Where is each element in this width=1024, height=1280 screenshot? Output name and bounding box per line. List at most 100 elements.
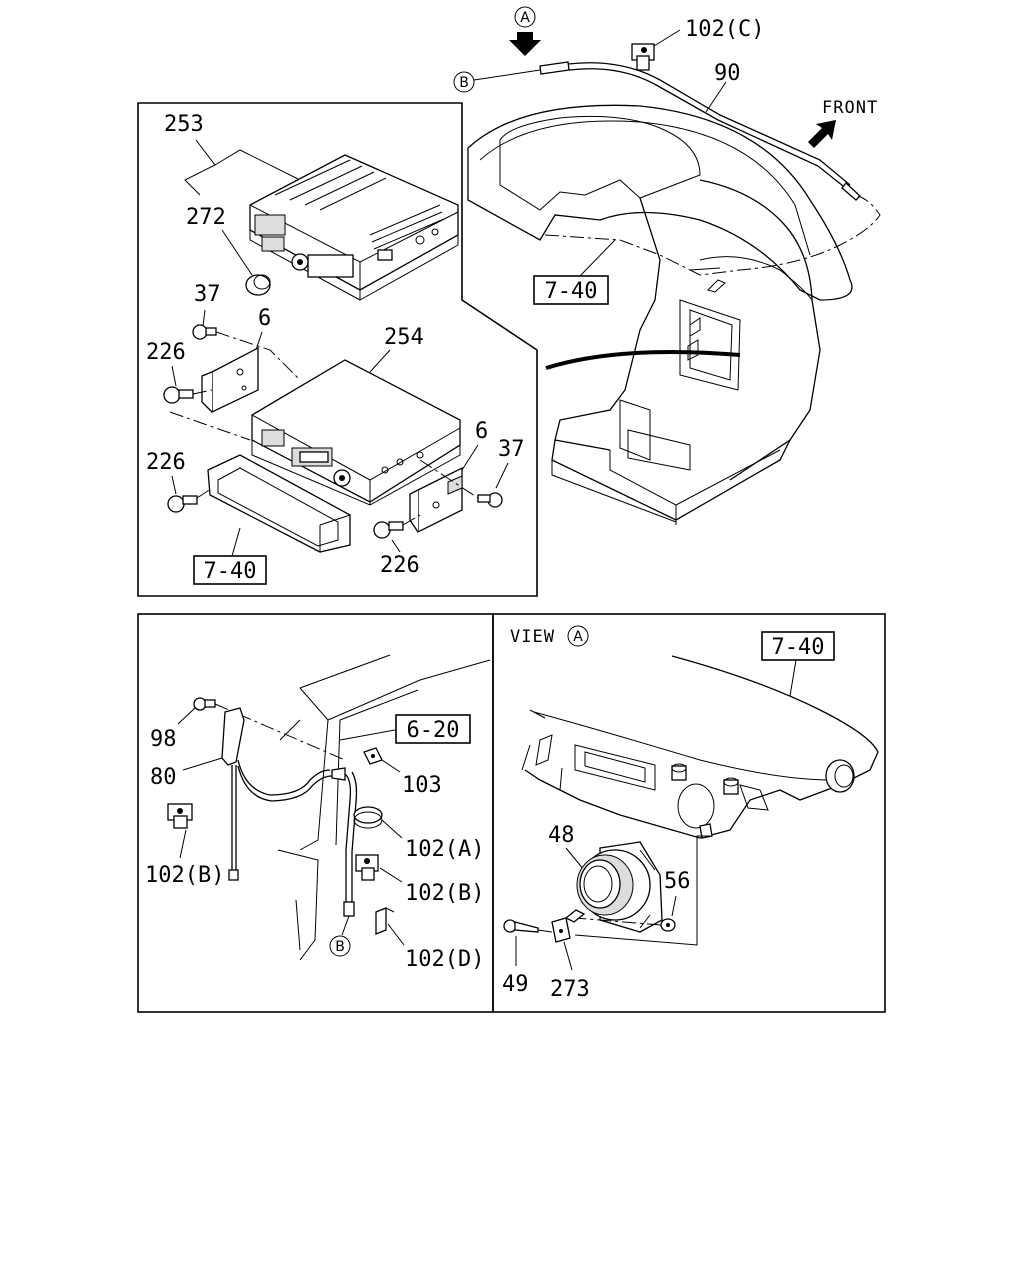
knob-icon: [245, 274, 271, 296]
nut-axis: [574, 835, 710, 946]
speaker-dash-ref-leader: [789, 659, 797, 697]
antenna-lead: [237, 759, 331, 796]
view-a2-marker-text: A: [573, 629, 583, 645]
cable-end: [841, 182, 861, 201]
case-leader: [369, 349, 391, 373]
radio-case-icon: [251, 359, 461, 506]
screw-98-icon: [193, 697, 216, 711]
label-bolt-left-top: 226: [146, 340, 186, 365]
screw-top-leader: [202, 309, 206, 327]
label-speaker-bracket: 273: [550, 977, 590, 1002]
pillar-ref-box: [395, 714, 471, 744]
pillar-ref-leader: [339, 729, 396, 741]
clip-d-icon: [375, 907, 395, 935]
bolt-left-top-leader: [171, 365, 177, 387]
label-bracket-right: 6: [475, 419, 488, 444]
label-nut: 56: [664, 869, 691, 894]
view-a-arrow-icon: [509, 32, 541, 56]
label-radio: 253: [164, 112, 204, 137]
speaker-dash-ref-box: [761, 631, 835, 661]
clip-a-icon: [353, 806, 383, 829]
speaker-screw-axis: [537, 929, 553, 933]
bezel-ref-box: [193, 555, 267, 585]
clip-b-left-leader: [179, 829, 187, 859]
label-bolt-bottom: 226: [380, 553, 420, 578]
clip-c-icon: [631, 43, 655, 71]
speaker-leader: [565, 847, 585, 871]
antenna-cable: [567, 62, 851, 186]
radio-leader-a: [184, 139, 216, 196]
cable-leader: [705, 81, 727, 113]
bracket-right-leader: [461, 444, 479, 471]
view-a-marker-circle: [514, 6, 536, 28]
antenna-panel: 98 80 B 6-20: [137, 613, 494, 1013]
screw-98-axis: [214, 703, 346, 761]
view-a-marker-text: A: [520, 10, 530, 26]
label-screw-right: 37: [498, 437, 525, 462]
cable-b2-marker-text: B: [335, 939, 345, 955]
antenna-lead-end: [343, 901, 355, 917]
label-screw-top: 37: [194, 282, 221, 307]
dashboard-outline: [467, 104, 881, 525]
label-bolt-left-bottom: 226: [146, 450, 186, 475]
bezel-icon: [207, 454, 351, 553]
cable-b-marker-text: B: [459, 75, 469, 91]
bracket-left-icon: [201, 346, 259, 414]
label-clip-a: 102(A): [405, 837, 484, 862]
cable-b2-leader: [341, 915, 350, 936]
clip-b-right-icon: [355, 854, 379, 881]
label-speaker-dash-ref: 7-40: [772, 635, 825, 660]
label-antenna: 80: [150, 765, 177, 790]
grommet-icon: [363, 747, 383, 765]
label-case: 254: [384, 325, 424, 350]
dash-ref-box: [533, 275, 609, 305]
radio-unit-icon: [249, 154, 459, 301]
bolt-bottom-icon: [373, 521, 404, 539]
bolt-left-top-axis: [192, 389, 213, 395]
cable-b-leader: [473, 69, 541, 81]
label-bezel-ref: 7-40: [204, 559, 257, 584]
label-clip-d: 102(D): [405, 947, 484, 972]
bolt-left-top-icon: [163, 386, 194, 404]
antenna-cable-edge: [568, 68, 849, 191]
label-clip-b-right: 102(B): [405, 881, 484, 906]
knob-leader: [221, 229, 253, 276]
antenna-leader: [182, 757, 223, 771]
cable-b2-marker-circle: [329, 935, 351, 957]
dash-underside-outline: [521, 655, 879, 839]
speaker-panel: VIEW A 7-40 48: [492, 613, 886, 1013]
speaker-bracket-icon: [551, 909, 586, 943]
radio-panel-frame: [137, 102, 538, 597]
antenna-lead-down: [344, 773, 352, 905]
top-area: A B 102(C) 90 FRONT: [453, 6, 881, 525]
case-left-axis: [169, 411, 251, 441]
antenna-lead-edge: [237, 765, 333, 802]
bolt-left-bottom-icon: [167, 495, 198, 513]
label-speaker-screw: 49: [502, 972, 529, 997]
antenna-lead-joint: [331, 767, 346, 781]
bolt-bottom-leader: [391, 539, 401, 553]
speaker-icon: [576, 841, 663, 933]
cable-b-marker-circle: [453, 71, 475, 93]
radio-leader-b: [214, 149, 311, 186]
label-front: FRONT: [822, 98, 878, 118]
bolt-left-bottom-leader: [171, 475, 177, 495]
bezel-ref-leader: [231, 527, 241, 557]
label-knob: 272: [186, 205, 226, 230]
antenna-rod-icon: [221, 707, 245, 881]
bracket-left-leader: [255, 331, 263, 351]
label-bracket-left: 6: [258, 306, 271, 331]
nut-leader: [671, 895, 677, 917]
dash-ref-leader: [579, 239, 616, 277]
radio-panel: 253 272: [137, 102, 538, 597]
nut-icon: [660, 918, 676, 932]
clip-b-right-leader: [379, 867, 403, 883]
label-speaker: 48: [548, 823, 575, 848]
view-a2-marker-circle: [567, 625, 589, 647]
screw-right-leader: [495, 462, 509, 489]
screw-98-leader: [177, 707, 196, 725]
clip-d-leader: [387, 923, 405, 946]
front-arrow-icon: [808, 120, 836, 148]
grommet-leader: [381, 759, 401, 773]
